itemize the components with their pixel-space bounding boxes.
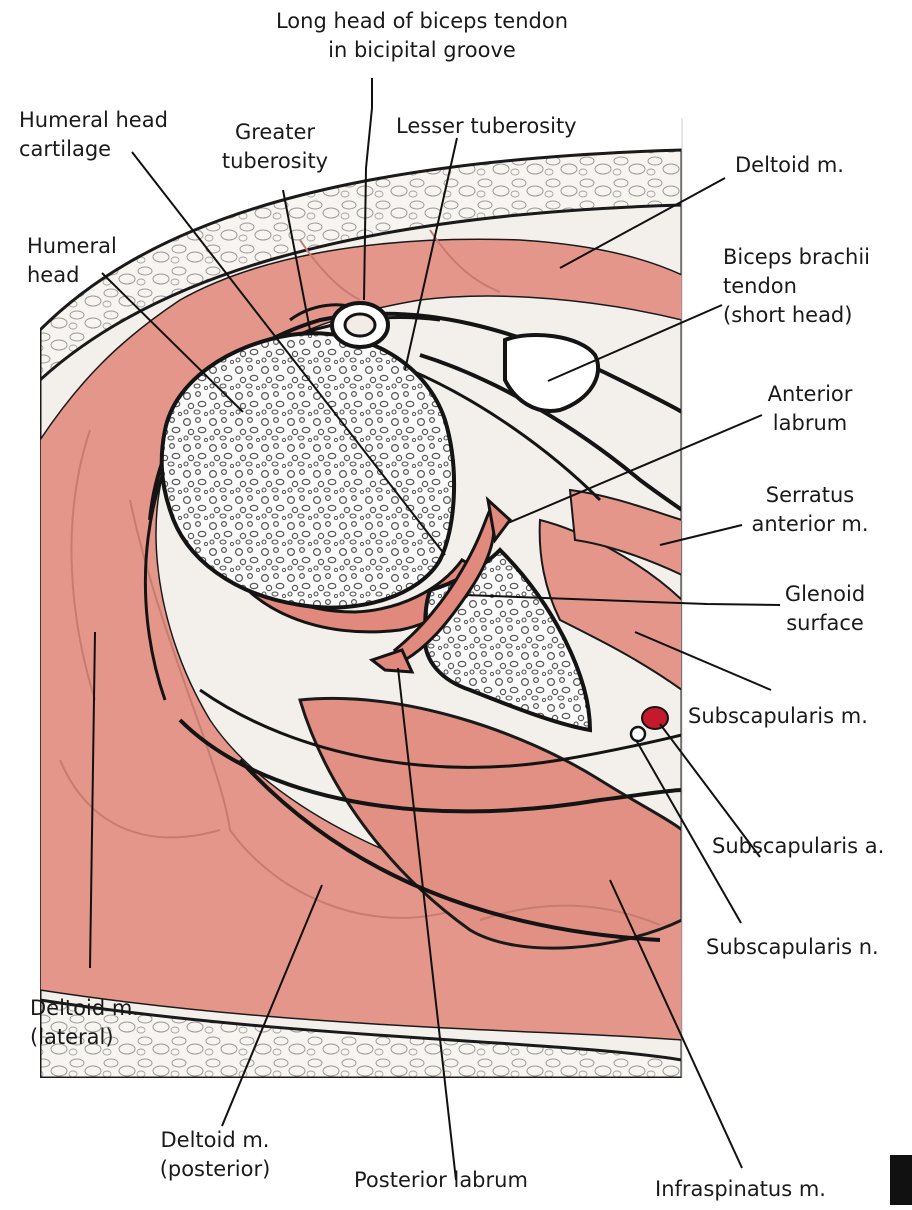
label-humeral-head: Humeral head <box>27 232 117 290</box>
label-deltoid-posterior: Deltoid m. (posterior) <box>140 1126 290 1184</box>
label-posterior-labrum: Posterior labrum <box>354 1166 528 1195</box>
subscapularis-artery <box>642 707 668 729</box>
label-biceps-short-head: Biceps brachii tendon (short head) <box>723 243 870 330</box>
label-greater-tuberosity: Greater tuberosity <box>205 118 345 176</box>
label-subscapularis-m: Subscapularis m. <box>688 702 868 731</box>
label-deltoid-anterior: Deltoid m. <box>735 151 844 180</box>
label-lesser-tuberosity: Lesser tuberosity <box>396 112 577 141</box>
label-glenoid-surface: Glenoid surface <box>770 580 880 638</box>
label-deltoid-lateral: Deltoid m. (lateral) <box>30 994 139 1052</box>
subscapularis-nerve <box>631 727 645 741</box>
label-humeral-head-cartilage: Humeral head cartilage <box>19 106 168 164</box>
label-anterior-labrum: Anterior labrum <box>745 380 875 438</box>
corner-tab-mark <box>890 1155 912 1205</box>
label-subscapularis-n: Subscapularis n. <box>706 933 879 962</box>
label-infraspinatus: Infraspinatus m. <box>655 1175 826 1204</box>
label-subscapularis-a: Subscapularis a. <box>712 832 884 861</box>
label-biceps-long-head: Long head of biceps tendon in bicipital … <box>262 7 582 65</box>
label-serratus-anterior: Serratus anterior m. <box>740 481 880 539</box>
